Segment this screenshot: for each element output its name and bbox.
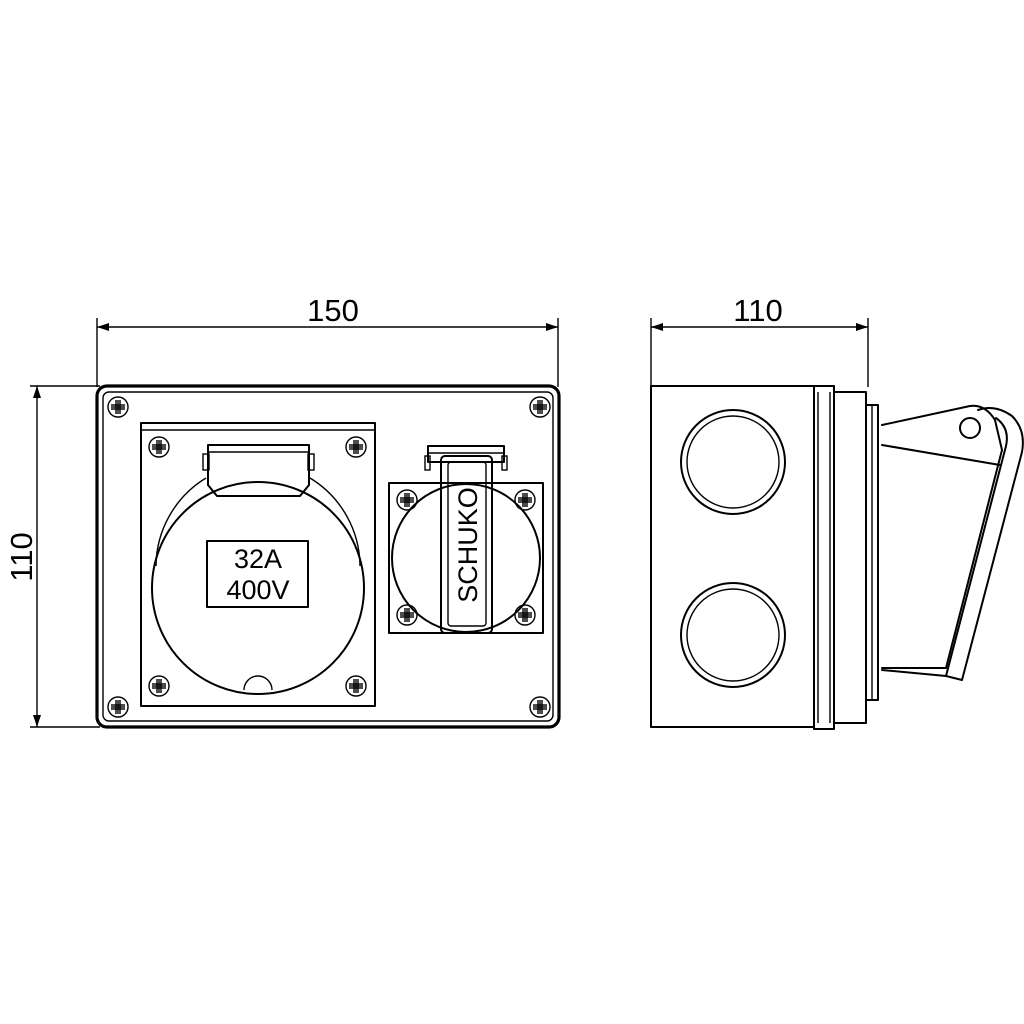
cable-entry-top: [680, 409, 786, 515]
screw-icon: [396, 489, 418, 511]
socket-schuko-lid: [440, 455, 493, 634]
enclosure-inner-outline: [102, 391, 554, 722]
screw-icon: [529, 696, 551, 718]
screw-icon: [107, 396, 129, 418]
dimension-width: 150: [96, 293, 559, 387]
side-enclosure-body: [650, 385, 815, 728]
socket-schuko-label: SCHUKO: [453, 487, 483, 603]
side-flange: [813, 385, 835, 730]
dimension-width-label: 150: [307, 293, 359, 328]
dimension-depth-label: 110: [733, 293, 782, 328]
screw-icon: [345, 436, 367, 458]
socket-32a-plate: [140, 422, 376, 707]
cable-entry-bottom: [680, 582, 786, 688]
socket-side-housing: [881, 404, 1003, 669]
screw-icon: [148, 436, 170, 458]
front-view: 32A 400V SCHUKO: [95, 384, 561, 729]
socket-32a-lid-hinge: [207, 444, 310, 497]
dimension-height: 110: [4, 385, 100, 728]
socket-32a: 32A 400V: [140, 422, 376, 707]
screw-icon: [148, 675, 170, 697]
screw-icon: [514, 489, 536, 511]
screw-icon: [529, 396, 551, 418]
lid-pivot: [959, 417, 981, 439]
socket-32a-ring: [151, 481, 365, 695]
screw-icon: [396, 604, 418, 626]
side-front-plate: [833, 391, 867, 724]
socket-32a-current-label: 32A: [234, 544, 282, 574]
screw-icon: [514, 604, 536, 626]
side-view: [650, 385, 1024, 730]
socket-32a-voltage-label: 400V: [226, 575, 289, 605]
dimension-height-label: 110: [4, 532, 39, 581]
dimension-depth: 110: [650, 293, 869, 387]
screw-icon: [345, 675, 367, 697]
socket-side-lid: [881, 407, 1024, 681]
enclosure-outline: [95, 384, 561, 729]
socket-schuko: SCHUKO: [388, 445, 544, 634]
screw-icon: [107, 696, 129, 718]
socket-32a-label-box: [206, 540, 309, 608]
